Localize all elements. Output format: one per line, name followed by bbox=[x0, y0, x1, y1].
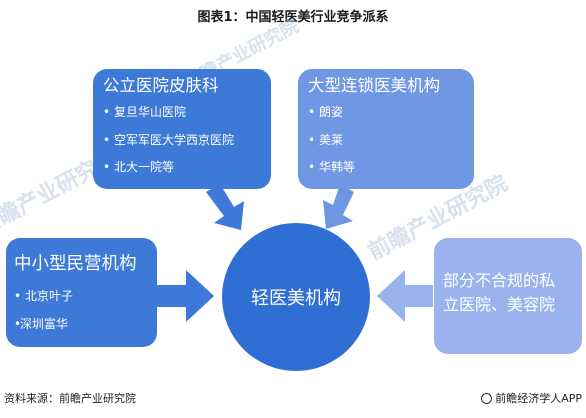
list-item-label: 美莱 bbox=[319, 132, 344, 147]
group-public-hospital-dermatology: 公立医院皮肤科 •复旦华山医院 •空军军医大学西京医院 •北大一院等 bbox=[93, 69, 271, 189]
brand-logo-icon bbox=[481, 393, 493, 404]
group-chain-heading: 大型连锁医美机构 bbox=[308, 76, 440, 95]
arrow-from-private bbox=[157, 270, 214, 322]
list-item: •北京叶子 bbox=[14, 289, 157, 304]
list-item: •空军军医大学西京医院 bbox=[103, 133, 271, 148]
group-chain-list: •朗姿 •美莱 •华韩等 bbox=[308, 105, 474, 175]
brand-credit: 前瞻经济学人APP bbox=[481, 390, 582, 406]
group-small-private-institutions: 中小型民营机构 •北京叶子 •深圳富华 bbox=[6, 238, 157, 347]
bullet-icon: • bbox=[308, 132, 316, 147]
bullet-icon: • bbox=[103, 160, 111, 174]
group-illegal-line-1: 部分不合规的私 bbox=[443, 271, 556, 290]
list-item-label: 复旦华山医院 bbox=[114, 105, 187, 119]
brand-credit-label: 前瞻经济学人APP bbox=[495, 392, 582, 405]
bullet-icon: • bbox=[308, 105, 316, 119]
bullet-icon: • bbox=[103, 132, 111, 147]
center-node-light-aesthetic-institutions: 轻医美机构 bbox=[222, 223, 370, 371]
list-item: •北大一院等 bbox=[103, 160, 271, 175]
list-item-label: 朗姿 bbox=[319, 105, 344, 119]
group-chain-aesthetic-institutions: 大型连锁医美机构 •朗姿 •美莱 •华韩等 bbox=[298, 69, 474, 189]
group-illegal-line-2: 立医院、美容院 bbox=[443, 295, 556, 314]
list-item-label: 深圳富华 bbox=[20, 317, 69, 331]
list-item-label: 空军军医大学西京医院 bbox=[114, 132, 235, 147]
bullet-icon: • bbox=[103, 105, 111, 119]
list-item: •复旦华山医院 bbox=[103, 105, 271, 120]
group-noncompliant-clinics: 部分不合规的私 立医院、美容院 bbox=[434, 238, 582, 354]
group-private-heading: 中小型民营机构 bbox=[14, 254, 137, 274]
group-private-list: •北京叶子 •深圳富华 bbox=[14, 289, 157, 332]
arrow-from-public bbox=[206, 184, 244, 230]
list-item: •朗姿 bbox=[308, 105, 474, 120]
list-item: •深圳富华 bbox=[14, 317, 157, 332]
center-node-label: 轻医美机构 bbox=[251, 288, 341, 309]
bullet-icon: • bbox=[14, 317, 22, 331]
group-public-list: •复旦华山医院 •空军军医大学西京医院 •北大一院等 bbox=[103, 105, 271, 175]
group-public-heading: 公立医院皮肤科 bbox=[103, 76, 219, 95]
bullet-icon: • bbox=[14, 289, 22, 303]
list-item-label: 华韩等 bbox=[319, 160, 356, 174]
diagram-title: 图表1：中国轻医美行业竞争派系 bbox=[197, 10, 389, 25]
bullet-icon: • bbox=[308, 160, 316, 174]
list-item: •美莱 bbox=[308, 133, 474, 148]
arrow-from-illegal bbox=[377, 270, 433, 322]
list-item-label: 北大一院等 bbox=[114, 160, 175, 174]
arrow-from-chain bbox=[323, 184, 354, 229]
list-item: •华韩等 bbox=[308, 160, 474, 175]
source-note: 资料来源：前瞻产业研究院 bbox=[4, 392, 136, 405]
list-item-label: 北京叶子 bbox=[25, 289, 74, 303]
